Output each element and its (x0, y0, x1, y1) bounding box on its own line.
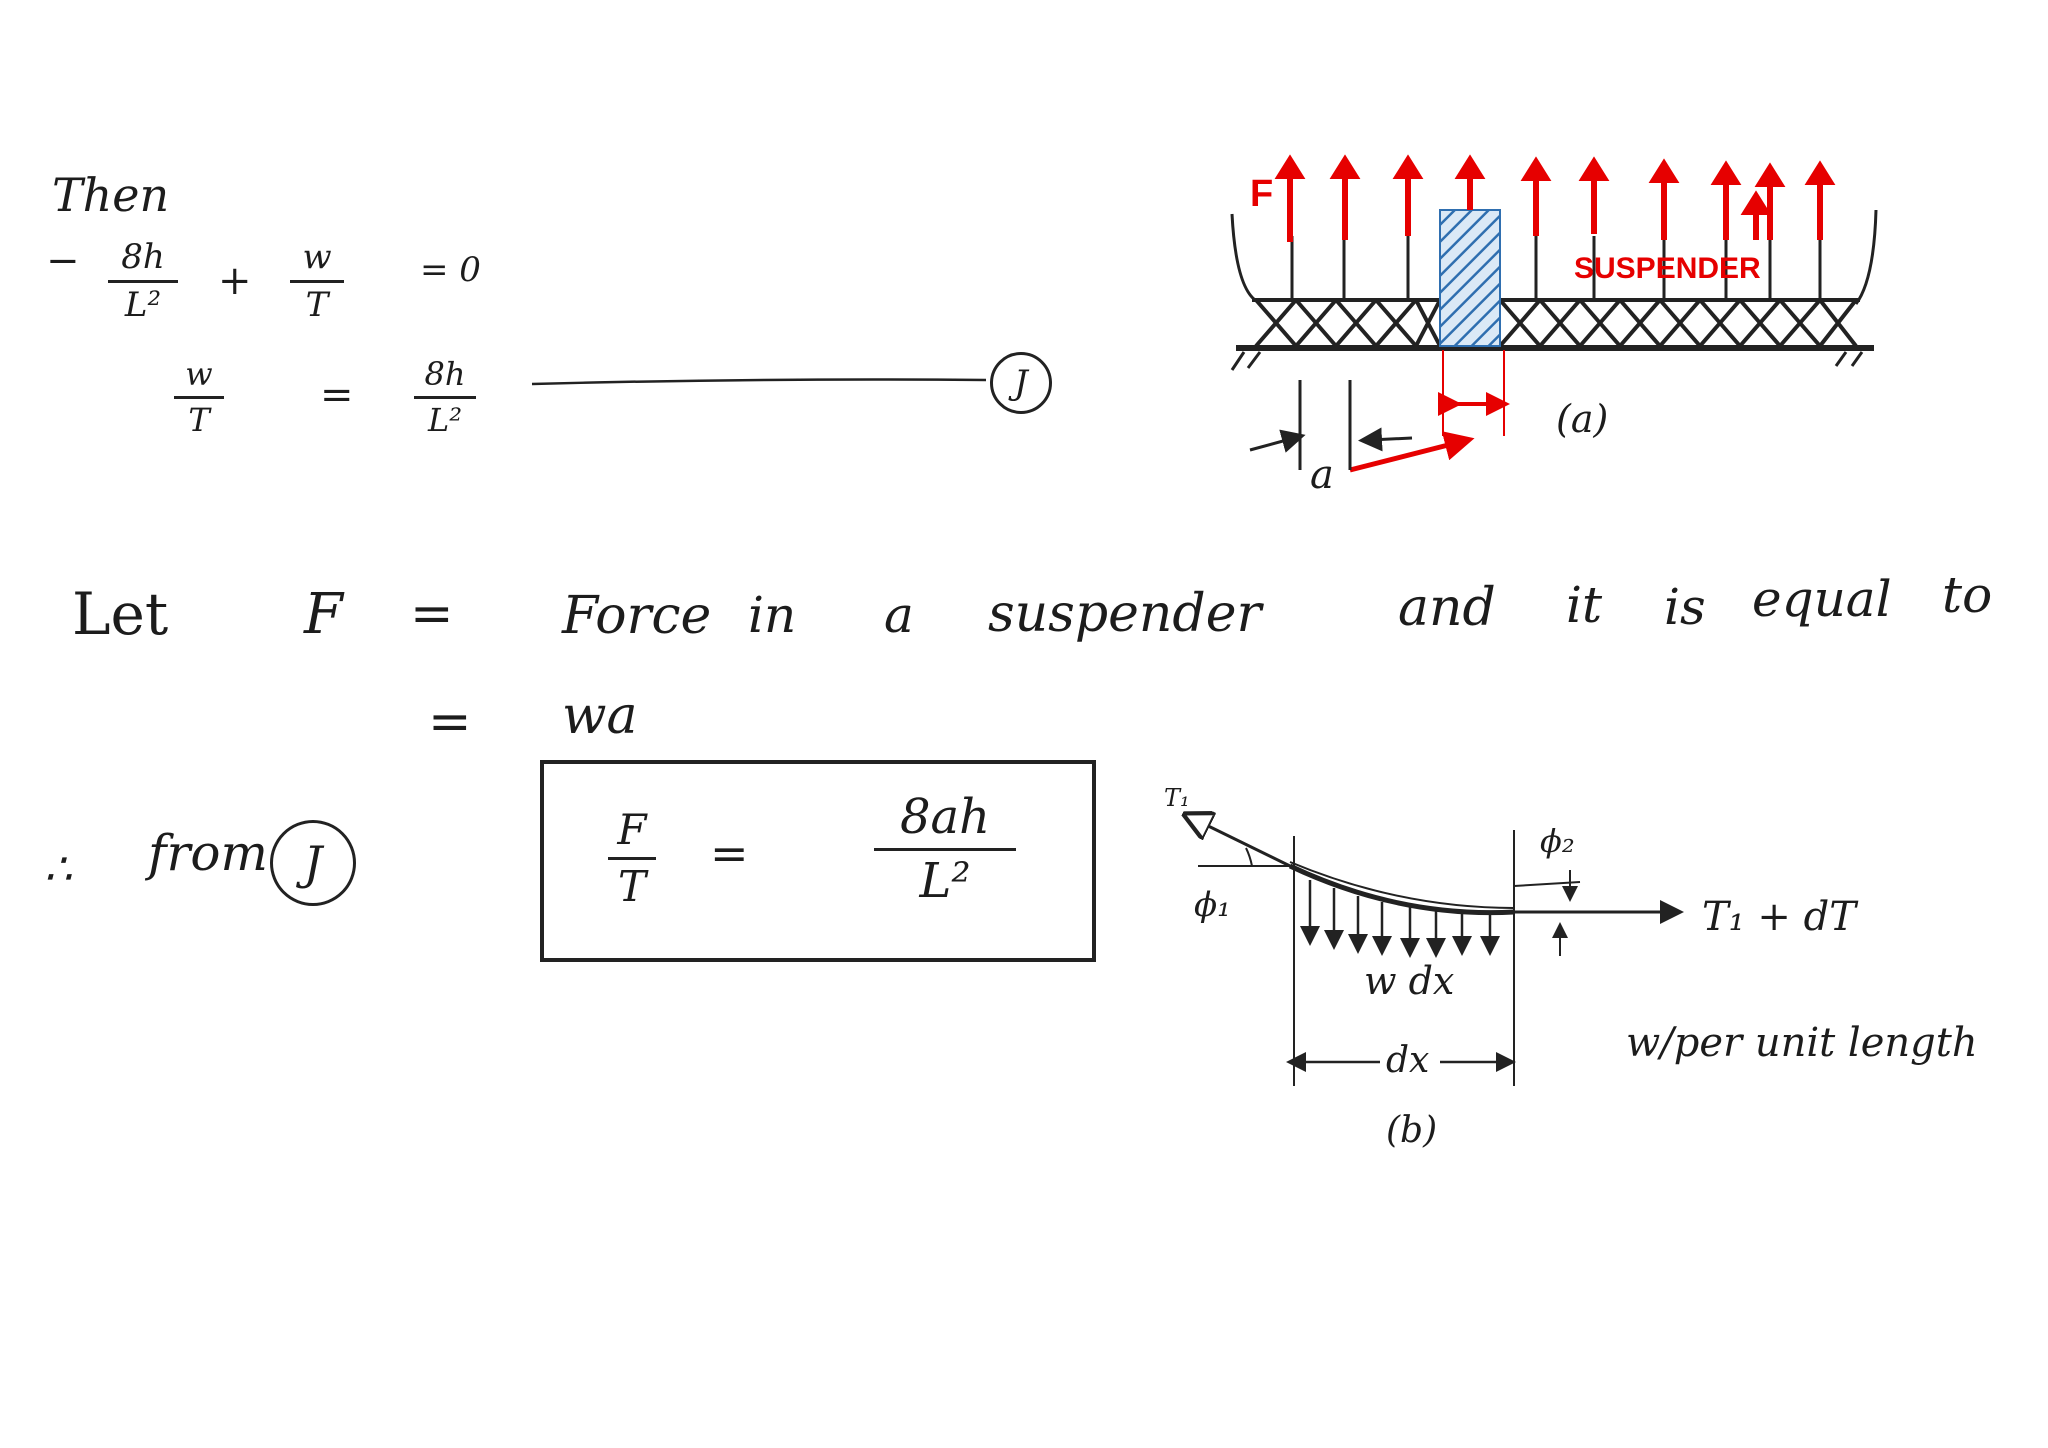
denominator: T (188, 400, 210, 439)
result-box: F T = 8ah L² (540, 760, 1096, 962)
symbol-F: F (304, 582, 343, 647)
word-in: in (748, 586, 797, 644)
tension-T1-label: T₁ (1164, 784, 1190, 812)
numerator: 8h (121, 237, 165, 277)
word-and: and (1398, 578, 1496, 638)
numerator: w (302, 237, 332, 277)
unit-load-note: w/per unit length (1626, 1020, 1978, 1066)
value-wa: wa (562, 686, 638, 746)
then-word: Then (52, 168, 170, 222)
denominator: L² (124, 285, 162, 326)
numerator: 8ah (899, 789, 991, 845)
angle-phi1-label: ϕ₁ (1194, 885, 1231, 925)
denominator: L² (427, 400, 463, 439)
fraction-F-over-T: F T (608, 805, 656, 912)
numerator: F (617, 805, 647, 854)
numerator: 8h (424, 355, 466, 393)
fraction-8h-over-L2: 8h L² (108, 237, 178, 326)
word-force: Force (562, 586, 712, 646)
fraction-8ah-over-L2: 8ah L² (874, 789, 1016, 910)
equation-tag-j: J (990, 352, 1052, 414)
fraction-8h-over-L2-rhs: 8h L² (414, 356, 476, 439)
fraction-bar (414, 395, 476, 399)
denominator: L² (919, 853, 971, 910)
load-wdx-label: w dx (1364, 959, 1454, 1003)
minus-sign: − (46, 238, 80, 284)
equals-sign: = (320, 372, 354, 418)
fraction-bar (108, 280, 178, 284)
fraction-bar (290, 280, 344, 284)
fraction-bar (608, 857, 656, 861)
fraction-w-over-T: w T (290, 237, 344, 326)
figure-a-caption: (a) (1556, 397, 1608, 441)
width-dx-label: dx (1386, 1040, 1429, 1081)
fraction-bar (174, 395, 224, 399)
suspender-label: SUSPENDER (1574, 252, 1761, 285)
numerator: w (185, 355, 213, 393)
figure-b-caption: (b) (1386, 1110, 1437, 1151)
word-it: it (1566, 576, 1603, 634)
plus-sign: + (218, 258, 252, 304)
word-equal: equal (1752, 570, 1892, 628)
from-word: from (148, 824, 268, 882)
equals-sign: = (710, 826, 749, 880)
let-word: Let (72, 580, 169, 648)
word-suspender: suspender (988, 584, 1262, 644)
spacing-label-a: a (1310, 452, 1334, 498)
word-to: to (1942, 566, 1993, 624)
equals-zero: = 0 (420, 250, 481, 290)
denominator: T (617, 862, 646, 912)
force-label-F: F (1250, 173, 1273, 215)
word-is: is (1664, 578, 1706, 636)
equals-sign-2: = (428, 692, 472, 752)
word-a: a (884, 586, 914, 644)
angle-phi2-label: ϕ₂ (1540, 822, 1575, 860)
equation-tag-j-ref: J (270, 820, 356, 906)
denominator: T (305, 285, 329, 326)
equals-sign: = (410, 584, 454, 644)
fraction-w-over-T-lhs: w T (174, 356, 224, 439)
therefore-symbol: ∴ (44, 844, 72, 895)
tension-T1-dT-label: T₁ + dT (1702, 894, 1859, 940)
fraction-bar (874, 848, 1016, 852)
